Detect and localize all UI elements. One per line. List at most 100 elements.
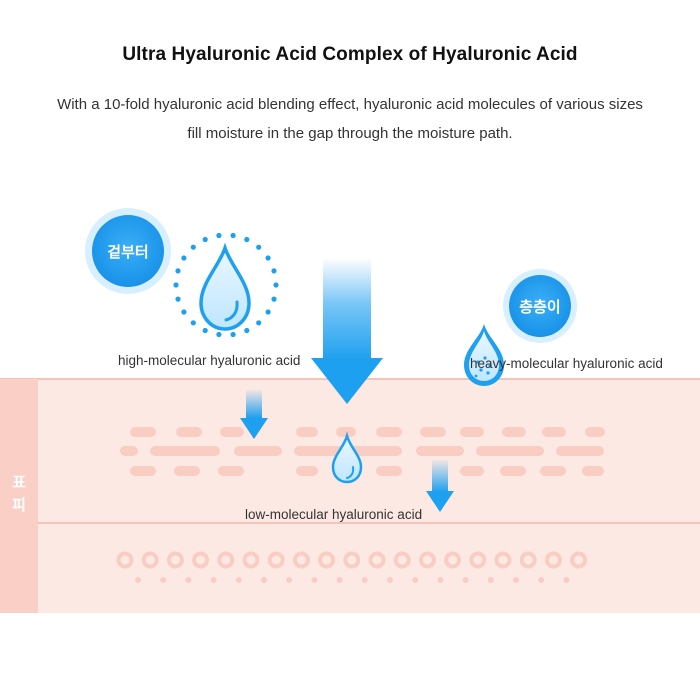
- page-title: Ultra Hyaluronic Acid Complex of Hyaluro…: [122, 44, 578, 65]
- cell-dash: [500, 466, 526, 476]
- cell-circle: [418, 551, 436, 569]
- cell-dot: [437, 577, 444, 583]
- label-low-molecular: low-molecular hyaluronic acid: [245, 507, 422, 522]
- cell-circle: [519, 551, 537, 569]
- skin-side-bar: [0, 379, 38, 613]
- cell-dash: [150, 446, 220, 456]
- ring-dot: [244, 236, 250, 243]
- ring-dot: [190, 244, 196, 250]
- cell-circles: [116, 551, 588, 569]
- description-line-1: With a 10-fold hyaluronic acid blending …: [57, 96, 643, 113]
- cell-dot: [286, 577, 293, 583]
- ring-dot: [271, 268, 277, 274]
- cell-dash: [176, 427, 202, 437]
- ring-dot: [256, 320, 262, 326]
- cell-dot: [538, 577, 545, 583]
- cell-dot: [160, 577, 167, 583]
- cell-circle: [141, 551, 159, 569]
- cell-dash: [542, 427, 566, 437]
- cell-dash: [296, 466, 318, 476]
- cell-dashes: [120, 427, 605, 476]
- cell-dash: [582, 466, 604, 476]
- cell-dash: [120, 446, 138, 456]
- cell-circle: [217, 551, 235, 569]
- cell-dot: [563, 577, 570, 583]
- cell-dash: [174, 466, 200, 476]
- cell-dot: [261, 577, 267, 583]
- cell-dash: [376, 427, 402, 437]
- ring-dot: [202, 327, 208, 334]
- cell-dash: [296, 427, 318, 437]
- ring-dot: [265, 255, 271, 261]
- cell-dash: [556, 446, 604, 456]
- ring-dot: [265, 309, 271, 315]
- side-label-top: 표: [12, 473, 26, 491]
- label-heavy-molecular: heavy-molecular hyaluronic acid: [470, 356, 663, 371]
- cell-circle: [116, 551, 134, 569]
- cell-circle: [242, 551, 260, 569]
- cell-dash: [540, 466, 566, 476]
- ring-dot: [244, 327, 250, 334]
- cell-circle: [192, 551, 210, 569]
- cell-circle: [343, 551, 361, 569]
- badge-outer: 겉부터: [85, 208, 171, 294]
- side-label-bottom: 피: [12, 496, 26, 514]
- cell-dot: [210, 577, 217, 583]
- cell-circle: [318, 551, 336, 569]
- cell-dot: [235, 577, 242, 583]
- ring-dot: [190, 320, 196, 326]
- badge-layered-text: 층층이: [519, 298, 560, 316]
- water-drop-small-icon: [331, 431, 363, 484]
- water-drop-large-icon: [199, 242, 251, 331]
- water-drop-heavy-icon: [464, 324, 504, 386]
- cell-dash: [234, 446, 282, 456]
- cell-dots: [135, 577, 570, 583]
- ring-dot: [173, 282, 179, 288]
- cell-dot: [361, 577, 368, 583]
- ring-dot: [230, 331, 236, 338]
- ring-dot: [181, 255, 187, 261]
- cell-circle: [570, 551, 588, 569]
- cell-dash: [130, 427, 156, 437]
- cell-dash: [460, 427, 484, 437]
- cell-circle: [393, 551, 411, 569]
- ring-dot: [256, 244, 262, 250]
- cell-dot: [135, 577, 141, 583]
- ring-dot: [230, 232, 236, 239]
- cell-circle: [444, 551, 462, 569]
- cell-dot: [462, 577, 469, 583]
- large-arrow-icon: [311, 258, 383, 404]
- cell-circle: [494, 551, 512, 569]
- small-arrow-left-icon: [240, 390, 268, 439]
- cell-dot: [185, 577, 192, 583]
- cell-dash: [585, 427, 605, 437]
- cell-circle: [469, 551, 487, 569]
- cell-dash: [220, 427, 244, 437]
- ring-dot: [175, 296, 181, 302]
- label-high-molecular: high-molecular hyaluronic acid: [118, 353, 300, 368]
- cell-dash: [502, 427, 526, 437]
- cell-dash: [336, 427, 356, 437]
- cell-dash: [376, 466, 402, 476]
- dotted-ring: [173, 232, 279, 338]
- description-line-2: fill moisture in the gap through the moi…: [187, 125, 513, 142]
- cell-dot: [412, 577, 419, 583]
- badge-outer-text: 겉부터: [107, 243, 148, 261]
- cell-circle: [166, 551, 184, 569]
- cell-dash: [460, 466, 484, 476]
- cell-circle: [544, 551, 562, 569]
- cell-circle: [292, 551, 310, 569]
- skin-background: [0, 378, 700, 613]
- skin-layers: 표 피: [0, 378, 700, 613]
- cell-dot: [513, 577, 519, 583]
- cell-dash: [420, 427, 446, 437]
- cell-dash: [476, 446, 544, 456]
- cell-circle: [368, 551, 386, 569]
- ring-dot: [175, 268, 181, 274]
- cell-dash: [130, 466, 156, 476]
- cell-circle: [267, 551, 285, 569]
- badge-layered: 층층이: [503, 269, 577, 343]
- ring-dot: [273, 282, 279, 288]
- page-description: With a 10-fold hyaluronic acid blending …: [0, 90, 700, 148]
